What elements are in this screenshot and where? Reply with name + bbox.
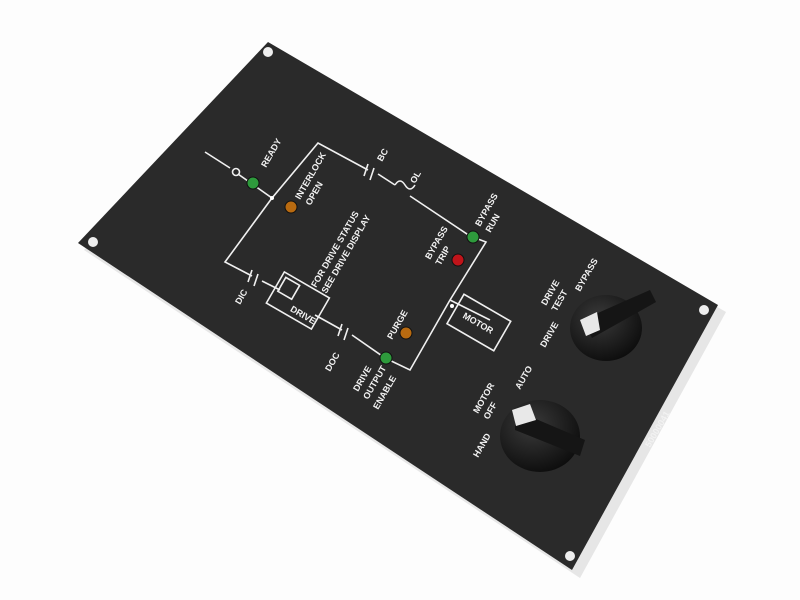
purge-indicator — [399, 326, 413, 340]
circuit-diagram: DRIVE MOTOR — [204, 141, 512, 372]
mounting-hole — [565, 551, 575, 561]
drive-output-enable-indicator — [379, 351, 393, 365]
bypass-run-indicator — [466, 230, 480, 244]
mounting-hole — [263, 47, 273, 57]
ready-indicator — [246, 176, 260, 190]
drive-bypass-selector-knob[interactable] — [570, 290, 656, 361]
bypass-trip-indicator — [451, 253, 465, 267]
mounting-hole — [88, 237, 98, 247]
interlock-open-indicator — [284, 200, 298, 214]
hand-off-auto-selector-knob[interactable] — [500, 400, 585, 472]
mounting-hole — [699, 305, 709, 315]
